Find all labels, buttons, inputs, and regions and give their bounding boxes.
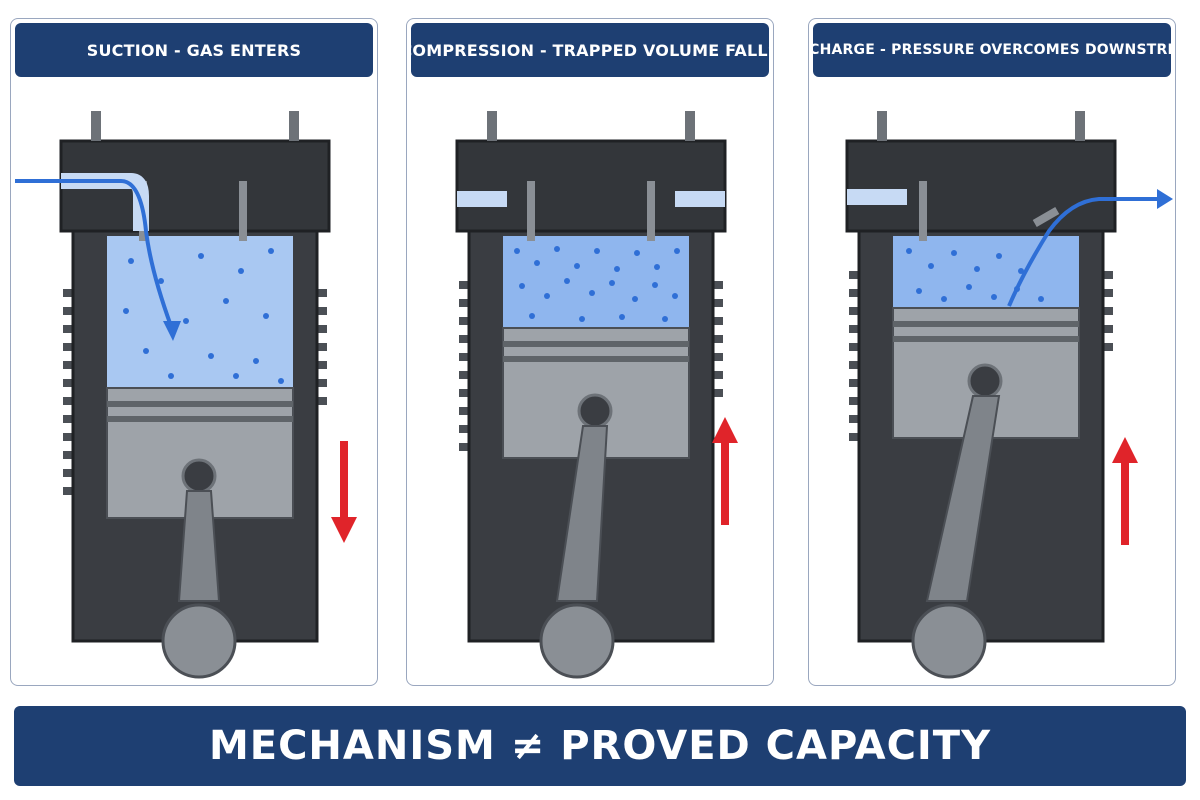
head-bolt xyxy=(877,111,887,141)
piston-motion-arrow-down xyxy=(331,441,357,543)
intake-port xyxy=(457,191,507,207)
compression-cylinder-illustration xyxy=(455,111,738,679)
crankshaft xyxy=(539,603,615,679)
discharge-port xyxy=(675,191,725,207)
footer-banner: MECHANISM ≠ PROVED CAPACITY xyxy=(14,706,1186,786)
gas-outflow-arrow xyxy=(1007,197,1159,307)
intake-port xyxy=(847,189,907,205)
cylinder-head xyxy=(59,139,331,233)
cooling-fins xyxy=(63,289,327,495)
gas-inflow-arrowhead xyxy=(163,321,181,341)
piston-motion-arrow-up xyxy=(712,417,738,525)
cooling-fins xyxy=(849,271,1113,441)
gas-chamber xyxy=(893,236,1079,308)
discharge-valve-open xyxy=(1032,207,1060,227)
head-bolt xyxy=(91,111,101,141)
connecting-rod xyxy=(555,425,609,602)
connecting-rod xyxy=(925,395,1001,602)
discharge-cylinder-illustration xyxy=(845,111,1173,679)
discharge-panel-title: DISCHARGE - PRESSURE OVERCOMES DOWNSTREA… xyxy=(809,23,1175,77)
crankshaft xyxy=(911,603,987,679)
compression-panel: COMPRESSION - TRAPPED VOLUME FALLS xyxy=(406,18,774,686)
crankshaft xyxy=(161,603,237,679)
discharge-panel: DISCHARGE - PRESSURE OVERCOMES DOWNSTREA… xyxy=(808,18,1176,686)
intake-port xyxy=(61,173,149,231)
discharge-valve xyxy=(647,181,655,241)
intake-valve xyxy=(919,181,927,241)
discharge-valve xyxy=(239,181,247,241)
footer-text: MECHANISM ≠ PROVED CAPACITY xyxy=(208,723,992,769)
compression-panel-title: COMPRESSION - TRAPPED VOLUME FALLS xyxy=(407,23,773,77)
gas-inflow-arrow xyxy=(15,179,173,327)
suction-panel: SUCTION - GAS ENTERS xyxy=(10,18,378,686)
gas-molecules xyxy=(514,246,680,322)
gas-outflow-arrowhead xyxy=(1157,189,1173,209)
suction-cylinder-illustration xyxy=(15,111,357,679)
cylinder-head xyxy=(845,139,1117,233)
cooling-fins xyxy=(459,281,723,451)
head-bolt xyxy=(289,111,299,141)
head-bolt xyxy=(487,111,497,141)
gas-molecules xyxy=(123,248,284,384)
head-bolt xyxy=(1075,111,1085,141)
gas-chamber xyxy=(107,236,293,388)
cylinder-head xyxy=(455,139,727,233)
piston-motion-arrow-up xyxy=(1112,437,1138,545)
connecting-rod xyxy=(177,490,221,602)
suction-panel-title: SUCTION - GAS ENTERS xyxy=(15,23,373,77)
intake-valve xyxy=(527,181,535,241)
head-bolt xyxy=(685,111,695,141)
